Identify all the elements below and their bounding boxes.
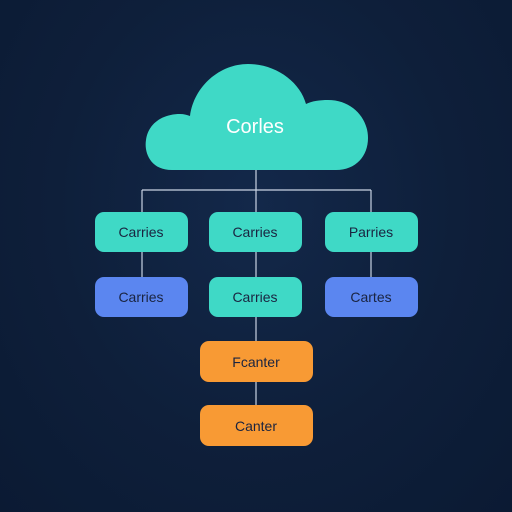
- cloud-icon: [145, 64, 368, 170]
- node-chain-2-label: Canter: [235, 418, 277, 434]
- node-r2-left-label: Carries: [118, 289, 163, 305]
- chain: Fcanter Canter: [200, 341, 313, 446]
- node-r2-left[interactable]: Carries: [95, 277, 188, 317]
- node-r1-mid[interactable]: Carries: [209, 212, 302, 252]
- node-r2-right-label: Cartes: [350, 289, 391, 305]
- node-chain-1[interactable]: Fcanter: [200, 341, 313, 382]
- node-chain-1-label: Fcanter: [232, 354, 280, 370]
- node-r1-mid-label: Carries: [232, 224, 277, 240]
- cloud-label: Corles: [226, 116, 284, 138]
- connectors: [141, 168, 372, 405]
- node-r2-mid[interactable]: Carries: [209, 277, 302, 317]
- node-r2-mid-label: Carries: [232, 289, 277, 305]
- node-r2-right[interactable]: Cartes: [325, 277, 418, 317]
- node-r1-right[interactable]: Parries: [325, 212, 418, 252]
- node-r1-left[interactable]: Carries: [95, 212, 188, 252]
- row-2: Carries Carries Cartes: [95, 277, 418, 317]
- node-r1-right-label: Parries: [349, 224, 393, 240]
- row-1: Carries Carries Parries: [95, 212, 418, 252]
- node-chain-2[interactable]: Canter: [200, 405, 313, 446]
- cloud-node: Corles: [145, 64, 368, 170]
- node-r1-left-label: Carries: [118, 224, 163, 240]
